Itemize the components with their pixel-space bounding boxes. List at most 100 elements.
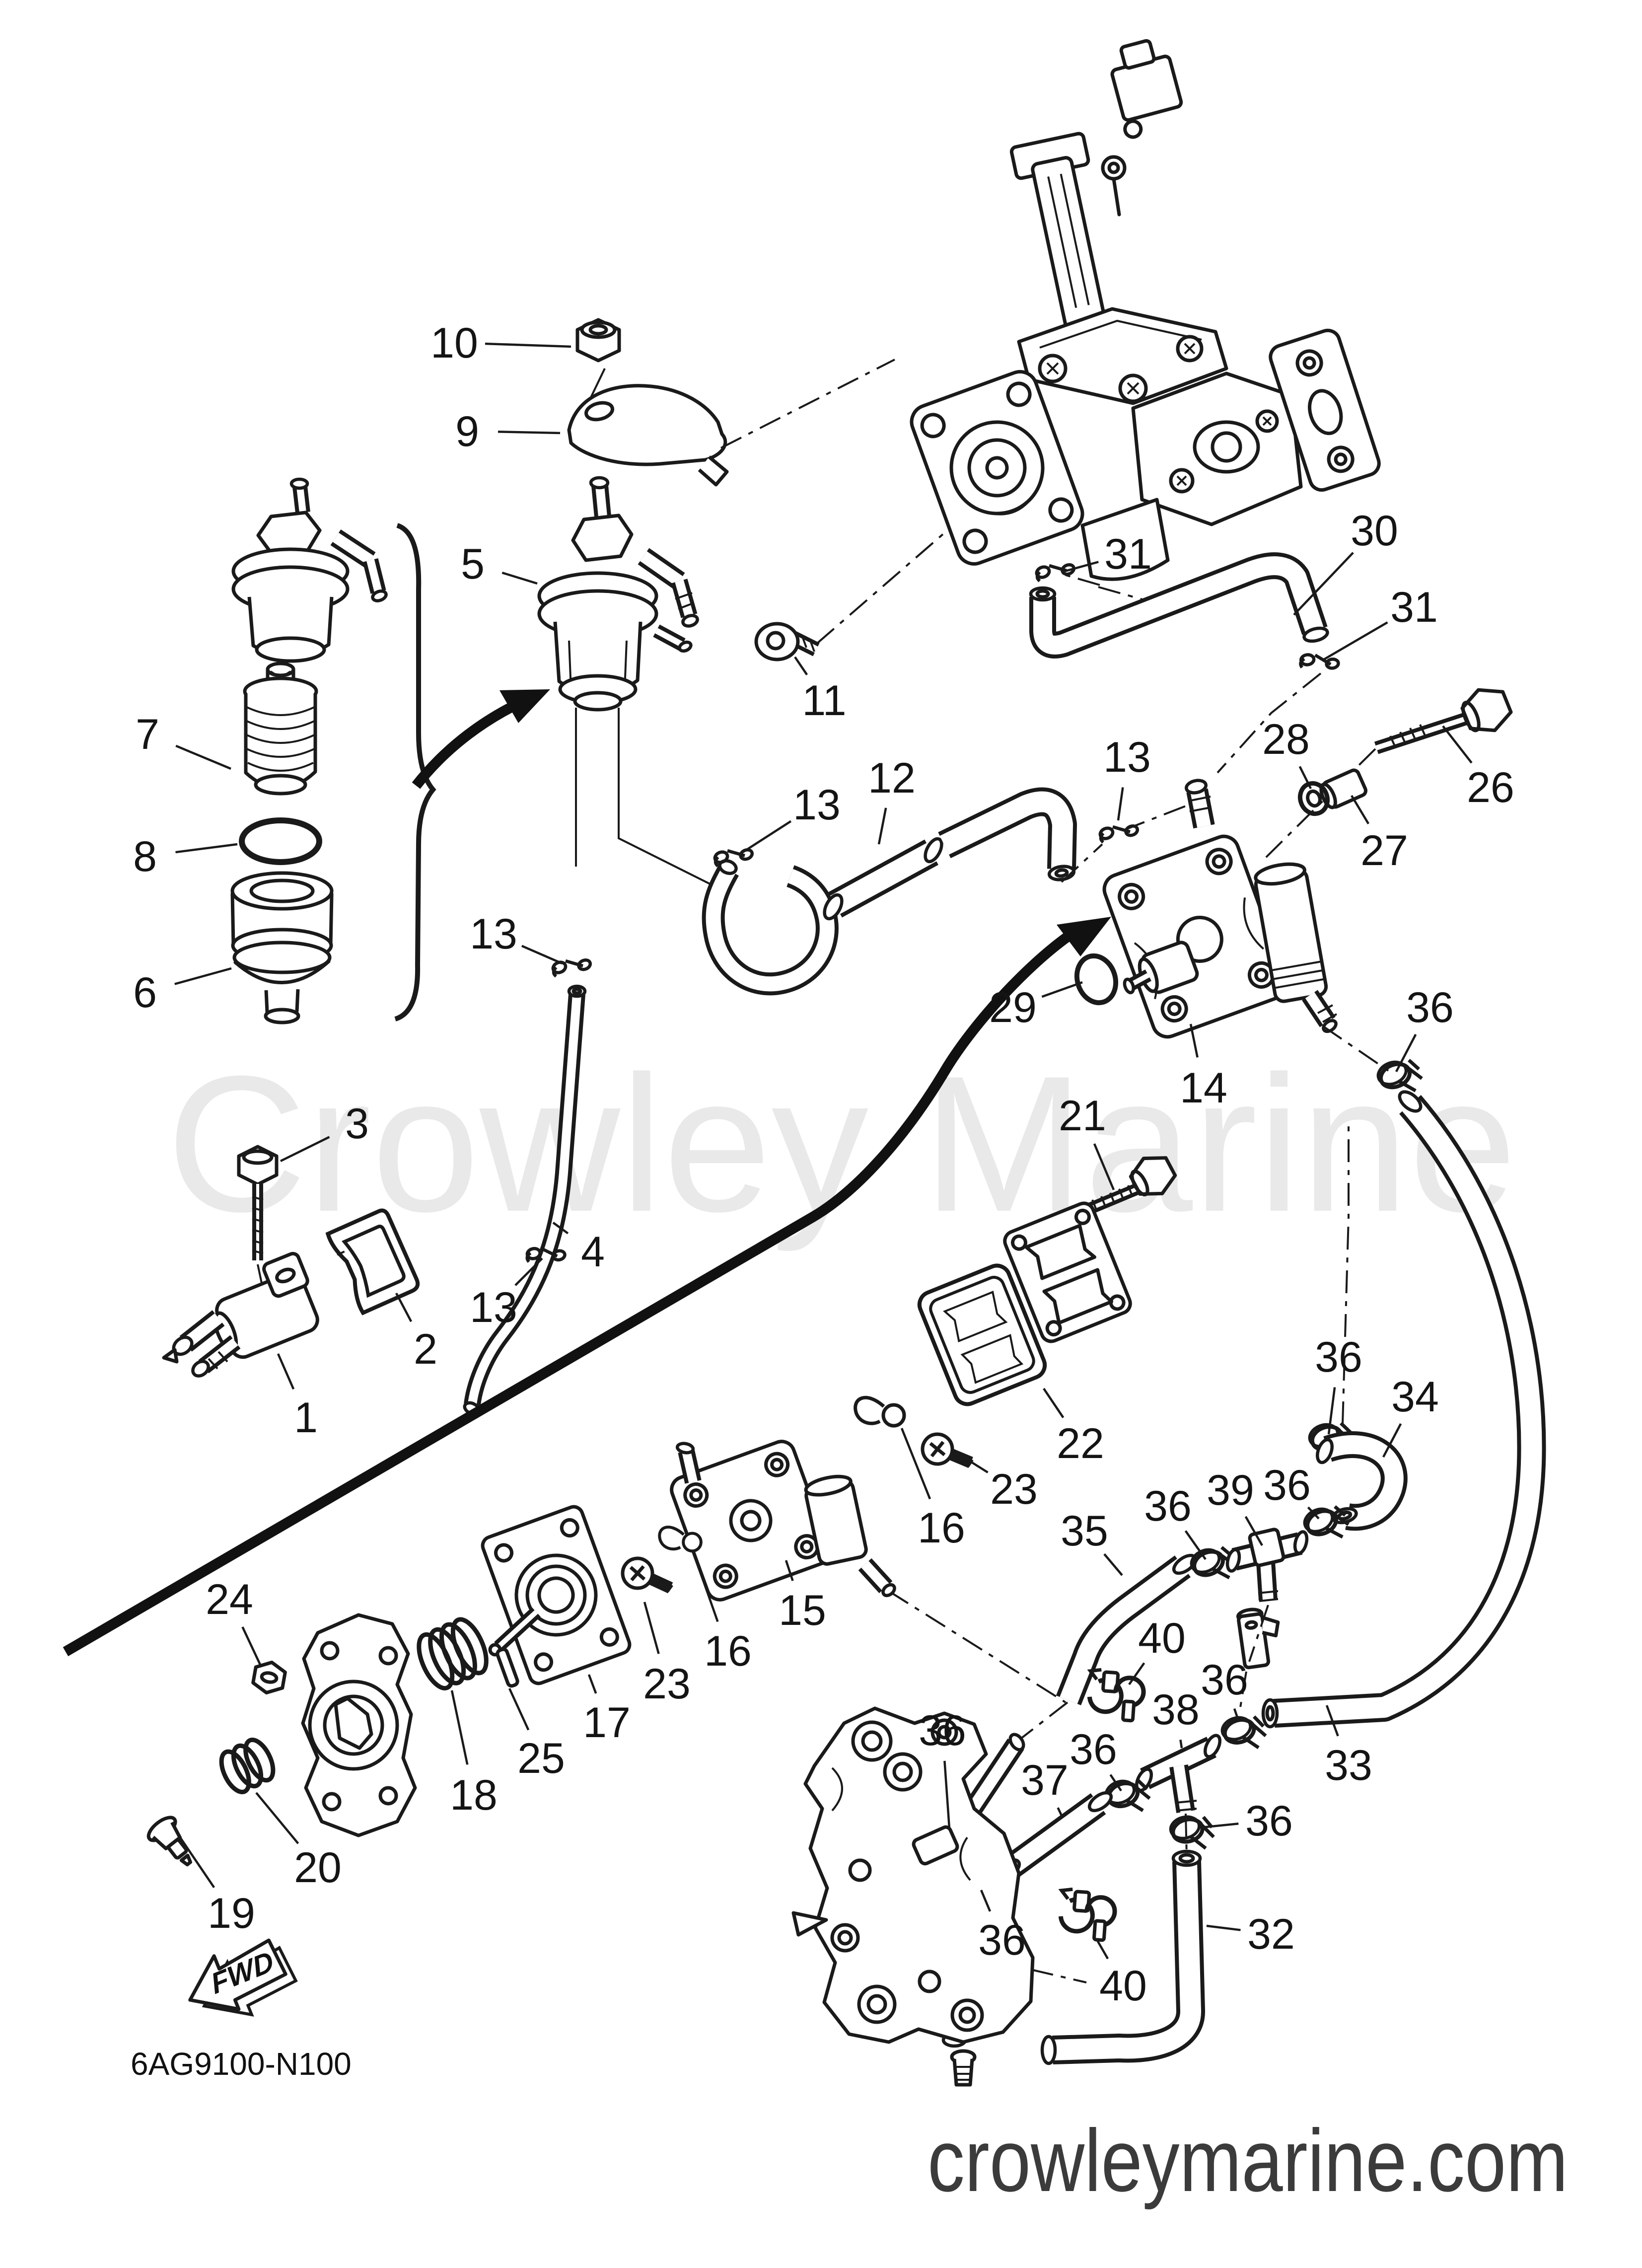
callout-label-13-13: 13 — [470, 910, 517, 958]
diagram-code: 6AG9100-N100 — [131, 2046, 352, 2082]
leader-line — [450, 1690, 469, 1765]
callout-label-21-20: 21 — [1059, 1092, 1106, 1140]
leader-line — [175, 843, 238, 854]
callout-label-38-46: 38 — [1152, 1686, 1200, 1734]
callout-label-1-25: 1 — [294, 1394, 318, 1442]
callout-label-13-23: 13 — [470, 1284, 517, 1331]
callout-label-16-36: 16 — [704, 1627, 752, 1675]
leader-line — [587, 1674, 597, 1694]
leader-line — [498, 431, 561, 435]
leader-line — [1233, 1708, 1240, 1721]
leader-line — [1184, 1530, 1207, 1560]
leader-line — [794, 656, 808, 675]
leader-line — [176, 1831, 215, 1888]
leader-line — [1200, 1823, 1239, 1829]
callout-label-13-12: 13 — [793, 781, 841, 829]
callout-label-22-26: 22 — [1057, 1420, 1104, 1467]
leader-line — [514, 1257, 543, 1286]
leader-line — [1351, 795, 1370, 824]
callout-label-7-14: 7 — [136, 711, 159, 758]
leader-line — [1043, 1388, 1065, 1418]
leader-line — [1095, 1938, 1109, 1960]
leader-line — [1382, 1423, 1402, 1458]
leader-line — [1298, 766, 1312, 790]
leader-line — [1327, 1387, 1336, 1435]
callout-label-32-54: 32 — [1247, 1910, 1295, 1958]
callout-label-11-3: 11 — [802, 677, 846, 725]
callout-label-29-17: 29 — [989, 984, 1037, 1031]
callout-label-36-47: 36 — [919, 1707, 966, 1755]
leader-line — [1395, 1033, 1417, 1073]
callout-label-2-24: 2 — [414, 1325, 437, 1373]
leader-line — [742, 820, 792, 853]
leader-line — [785, 1560, 794, 1581]
leader-line — [501, 572, 538, 585]
leader-line — [1057, 1807, 1064, 1818]
callout-label-24-42: 24 — [206, 1576, 253, 1623]
leader-line — [980, 1890, 992, 1912]
leader-line — [1206, 1924, 1241, 1931]
callout-label-20-51: 20 — [294, 1844, 342, 1892]
leader-line — [1189, 1024, 1199, 1058]
leader-line — [1307, 1506, 1320, 1520]
callout-label-36-43: 36 — [1201, 1656, 1248, 1704]
leader-line — [255, 1792, 299, 1844]
callout-label-15-35: 15 — [779, 1587, 826, 1634]
t-fitting-38 — [1135, 1734, 1222, 1813]
callout-label-40-53: 40 — [1099, 1962, 1147, 2010]
leader-line — [970, 1461, 989, 1473]
callout-label-5-2: 5 — [461, 540, 485, 588]
callout-label-28-8: 28 — [1262, 716, 1310, 763]
leader-line — [900, 1428, 931, 1500]
callout-label-31-4: 31 — [1104, 530, 1152, 578]
callout-label-31-6: 31 — [1390, 584, 1438, 631]
callout-label-14-18: 14 — [1180, 1064, 1227, 1112]
callout-label-36-34: 36 — [1263, 1462, 1311, 1509]
gasket-plate-illustration — [856, 1201, 1132, 1471]
leader-line — [1117, 787, 1124, 821]
grease-nipple-illustration — [950, 2049, 977, 2087]
callout-label-16-28: 16 — [918, 1504, 965, 1552]
leader-line — [1179, 1739, 1183, 1749]
callout-label-4-22: 4 — [581, 1228, 605, 1276]
callout-label-18-41: 18 — [450, 1771, 498, 1819]
callout-label-37-48: 37 — [1021, 1756, 1069, 1804]
callout-label-36-29: 36 — [1315, 1333, 1362, 1381]
callout-label-34-30: 34 — [1391, 1373, 1439, 1421]
callout-label-27-9: 27 — [1360, 827, 1408, 875]
leader-line — [643, 1602, 660, 1654]
upper-hose-illustration — [1029, 552, 1513, 863]
leader-line — [1109, 1774, 1122, 1792]
leader-line — [1244, 1516, 1263, 1546]
leader-line — [1293, 552, 1354, 616]
mid-pump-illustration — [146, 1440, 1067, 1867]
leader-line — [694, 1557, 719, 1622]
callout-label-19-52: 19 — [208, 1890, 255, 1937]
callout-label-39-33: 39 — [1207, 1466, 1254, 1514]
callout-label-3-21: 3 — [345, 1100, 369, 1148]
leader-line — [508, 1688, 530, 1731]
fuel-cock-illustration — [162, 1145, 420, 1378]
callout-label-36-50: 36 — [978, 1916, 1026, 1964]
right-hose-group-illustration — [1056, 1090, 1546, 1752]
leader-line — [1061, 561, 1099, 574]
callout-label-25-40: 25 — [517, 1735, 565, 1782]
callout-label-35-31: 35 — [1061, 1507, 1108, 1555]
callout-label-36-45: 36 — [1070, 1726, 1117, 1773]
callout-label-10-0: 10 — [430, 319, 478, 367]
leader-line — [1325, 1705, 1339, 1737]
assembly-arrows — [63, 689, 1111, 1657]
callout-label-23-37: 23 — [643, 1660, 691, 1708]
leader-line — [552, 1222, 569, 1235]
leader-line — [1041, 981, 1083, 998]
t-fitting-39 — [1225, 1528, 1309, 1602]
footer-site-text: crowleymarine.com — [928, 2111, 1568, 2210]
leader-line — [280, 1136, 330, 1163]
leader-line — [1103, 1553, 1123, 1576]
fuel-filter-exploded-illustration — [230, 477, 436, 1024]
leader-line — [174, 967, 232, 985]
callout-label-33-38: 33 — [1325, 1742, 1372, 1789]
callout-label-8-15: 8 — [133, 833, 157, 880]
